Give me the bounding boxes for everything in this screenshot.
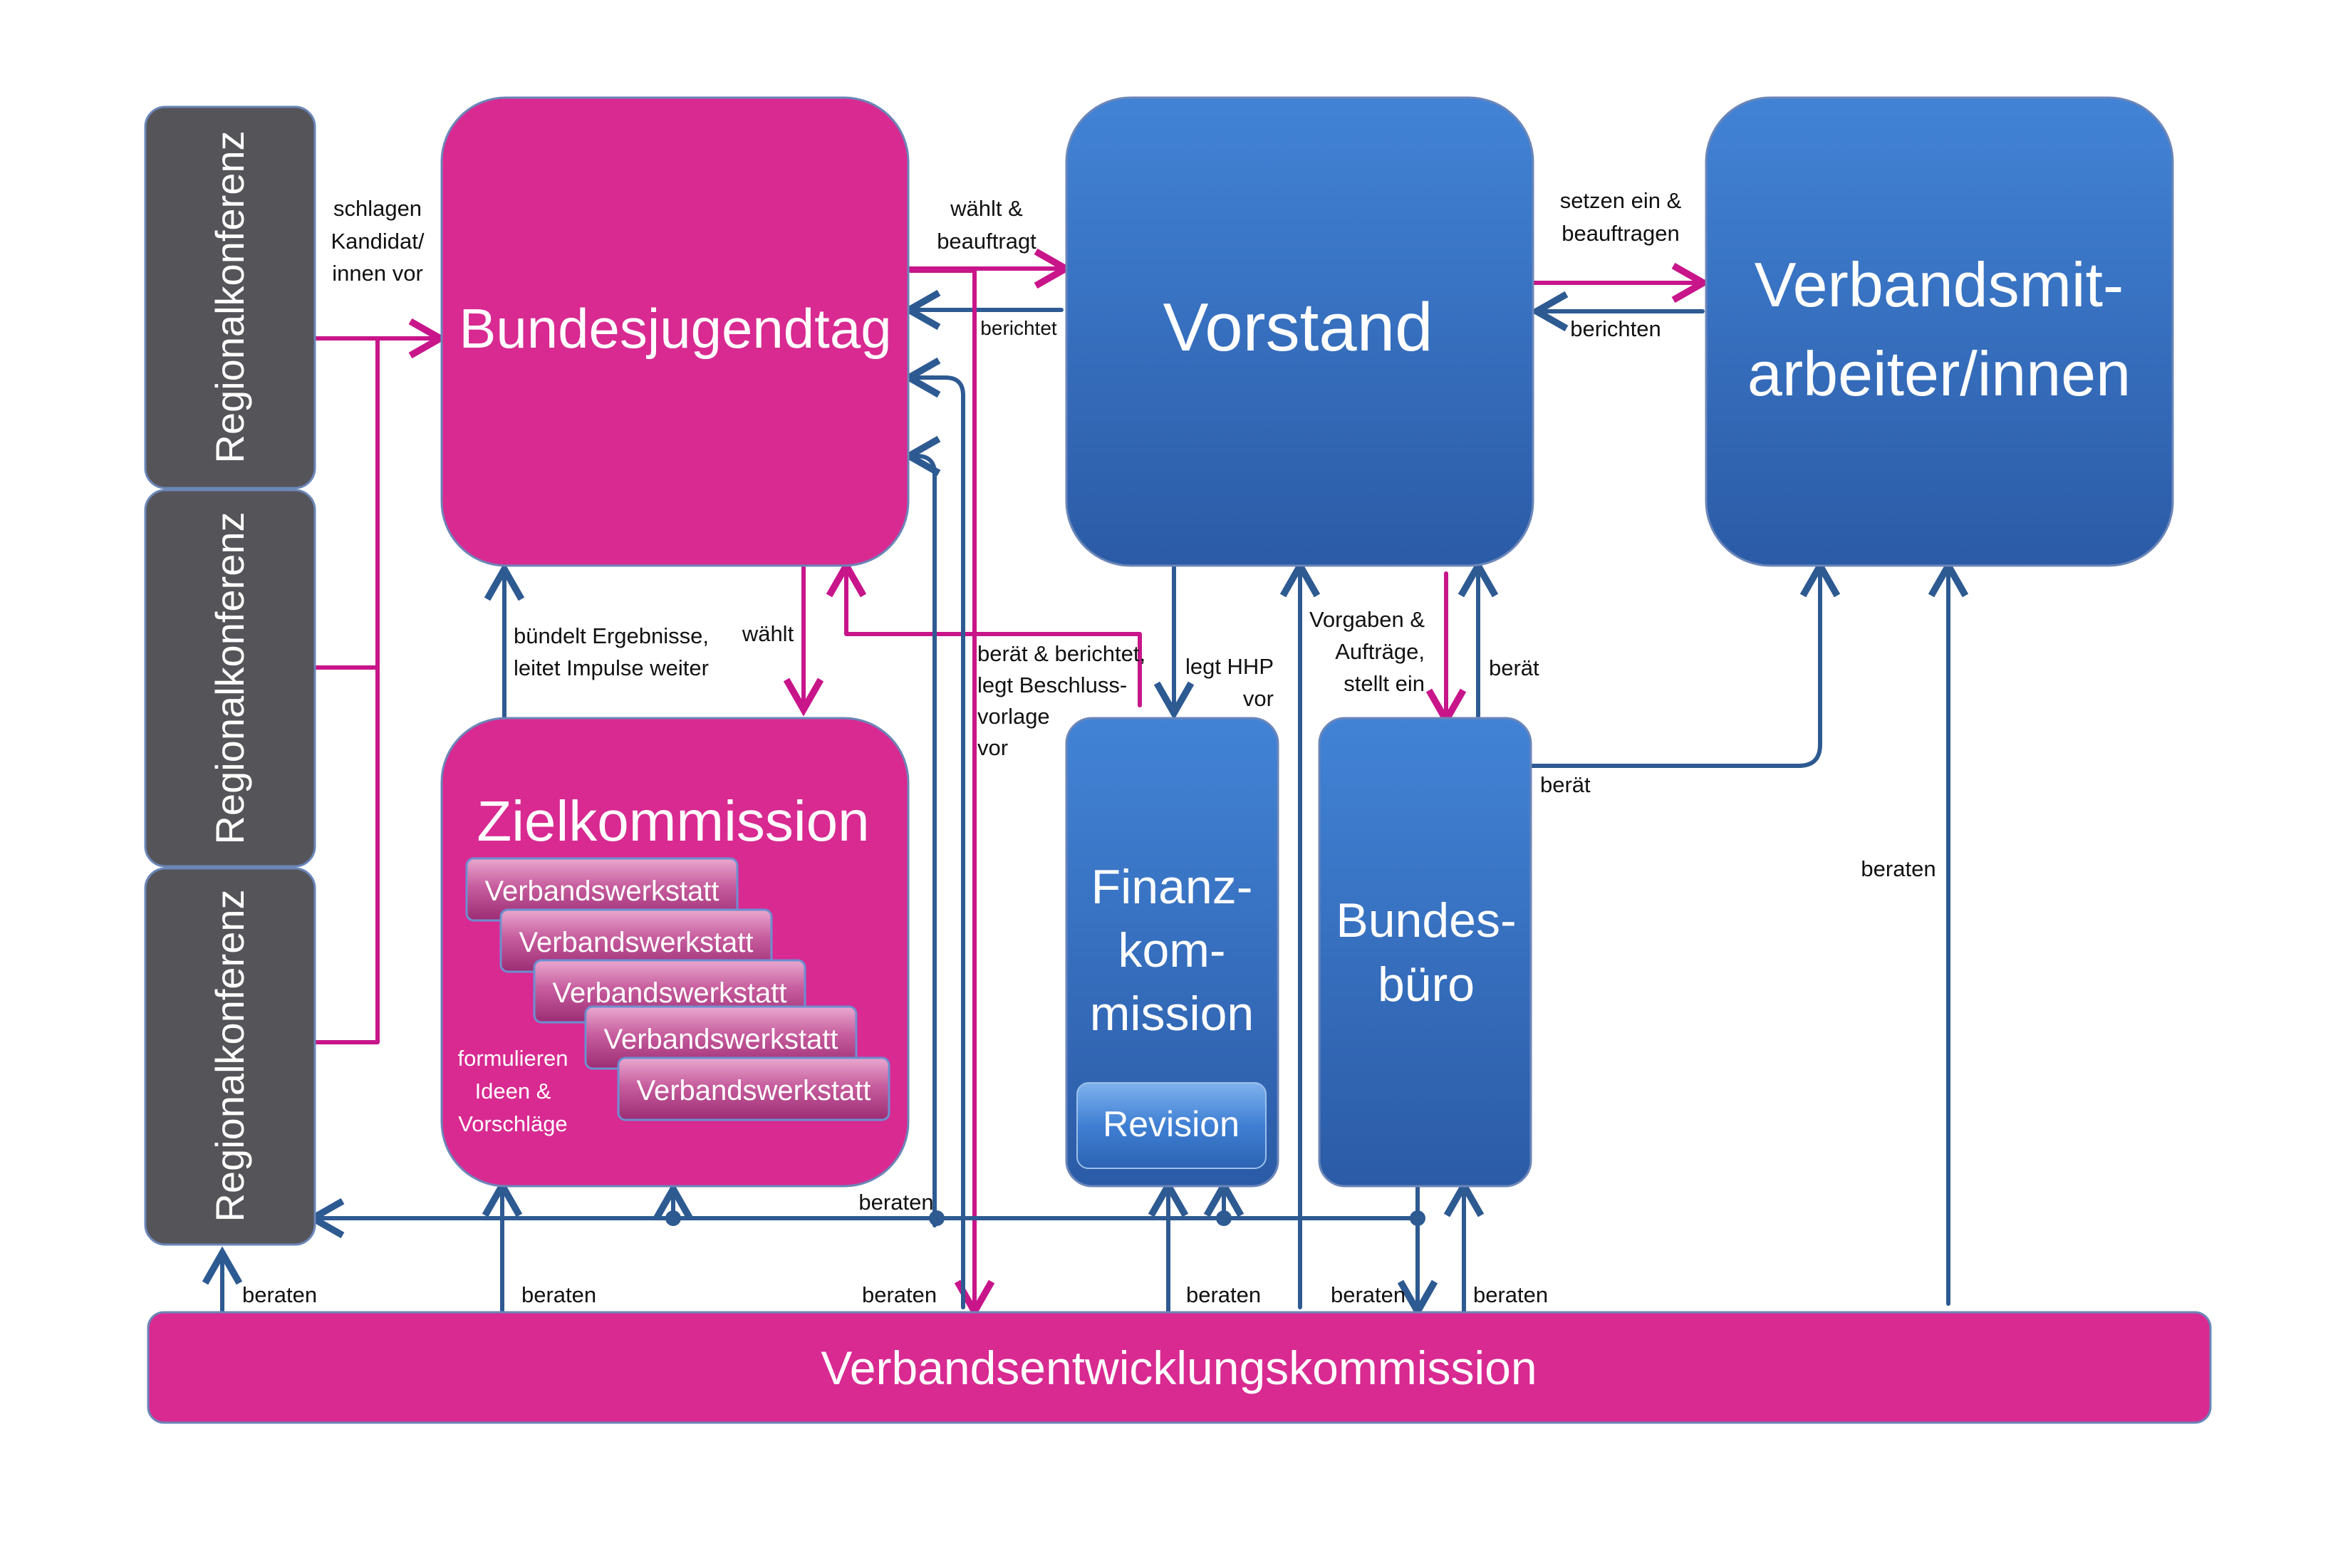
verbandsentwicklungskommission-title: Verbandsentwicklungskommission <box>821 1341 1537 1394</box>
arrow-vek-to-bjt-1 <box>902 357 965 1309</box>
label-vorgaben-1: Vorgaben & <box>1309 607 1425 632</box>
vorstand-box: Vorstand <box>1065 96 1534 567</box>
finanzkommission-title-line2: kom- <box>1118 923 1225 977</box>
verbandswerkstatt-1: Verbandswerkstatt <box>465 857 739 922</box>
label-beraten-bottom-2: beraten <box>521 1282 596 1307</box>
bundesjugendtag-title: Bundesjugendtag <box>459 297 891 360</box>
formulieren-label-1: formulieren <box>457 1046 568 1071</box>
label-waehlt-beauftragt-2: beauftragt <box>937 229 1036 254</box>
label-beraten-bottom-3: beraten <box>862 1282 937 1307</box>
regionalkonferenz-3: Regionalkonferenz <box>144 867 316 1246</box>
label-beraet-mitarbeiter: berät <box>1540 772 1591 797</box>
revision-box: Revision <box>1076 1082 1267 1169</box>
bundesjugendtag-box: Bundesjugendtag <box>440 96 910 567</box>
verbandswerkstatt-1-label: Verbandswerkstatt <box>484 876 719 907</box>
label-buendelt-2: leitet Impulse weiter <box>514 655 709 680</box>
verbandsmitarbeiter-title-line2: arbeiter/innen <box>1747 338 2131 409</box>
label-beraet-berichtet-4: vor <box>977 735 1008 760</box>
arrow-vek-to-bjt-2 <box>902 435 941 1227</box>
regionalkonferenz-2: Regionalkonferenz <box>144 489 316 868</box>
label-beraten-mid: beraten <box>858 1190 933 1215</box>
verbandswerkstatt-2: Verbandswerkstatt <box>499 908 773 973</box>
label-schlagen-1: schlagen <box>333 196 422 221</box>
label-setzen-2: beauftragen <box>1562 221 1679 246</box>
formulieren-label-3: Vorschläge <box>458 1111 567 1136</box>
bundesbuero-box: Bundes- büro <box>1318 717 1532 1188</box>
finanzkommission-title-line1: Finanz- <box>1091 860 1253 914</box>
arrow-buero-to-mitarbeiter <box>1529 559 1841 768</box>
regionalkonferenz-2-label: Regionalkonferenz <box>207 512 252 845</box>
verbandswerkstatt-4-label: Verbandswerkstatt <box>603 1024 838 1055</box>
finanzkommission-title-line3: mission <box>1090 987 1254 1041</box>
label-vorgaben-3: stellt ein <box>1344 671 1425 696</box>
label-beraet-berichtet-3: vorlage <box>977 704 1050 729</box>
label-setzen-1: setzen ein & <box>1560 188 1682 213</box>
label-beraet-berichtet-2: legt Beschluss- <box>977 673 1127 697</box>
verbandswerkstatt-2-label: Verbandswerkstatt <box>519 927 753 958</box>
verbandswerkstatt-5-label: Verbandswerkstatt <box>636 1075 871 1106</box>
revision-title: Revision <box>1103 1104 1240 1144</box>
verbandswerkstatt-5: Verbandswerkstatt <box>617 1056 890 1121</box>
verbandsentwicklungskommission-box: Verbandsentwicklungskommission <box>147 1311 2212 1424</box>
label-beraten-bottom-4: beraten <box>1186 1282 1261 1307</box>
arrow-bjt-to-vek <box>908 269 995 1319</box>
label-beraten-bottom-6: beraten <box>1473 1282 1548 1307</box>
finanzkommission-box: Finanz- kom- mission Revision <box>1065 717 1279 1188</box>
connectors <box>202 248 1969 1319</box>
label-beraten-bottom-1: beraten <box>242 1282 317 1307</box>
arrow-regional-to-bjt <box>311 338 436 1044</box>
verbandsmitarbeiter-title-line1: Verbandsmit- <box>1755 249 2124 320</box>
bundesbuero-title-line1: Bundes- <box>1336 893 1516 947</box>
label-berichten: berichten <box>1570 316 1661 341</box>
label-beraten-bottom-5: beraten <box>1331 1282 1405 1307</box>
label-vorgaben-2: Aufträge, <box>1335 639 1425 664</box>
vorstand-title: Vorstand <box>1163 289 1433 365</box>
junction-dots <box>665 1210 1425 1226</box>
label-beraten-right: beraten <box>1861 856 1935 881</box>
label-beraet-berichtet-1: berät & berichtet, <box>977 641 1145 666</box>
label-legt-hhp-1: legt HHP <box>1185 654 1274 679</box>
label-schlagen-2: Kandidat/ <box>331 229 425 254</box>
regionalkonferenz-1: Regionalkonferenz <box>144 105 316 489</box>
formulieren-label-2: Ideen & <box>475 1079 551 1104</box>
label-beraet-vorstand: berät <box>1489 655 1539 680</box>
regionalkonferenz-3-label: Regionalkonferenz <box>207 890 252 1222</box>
connector-labels: schlagen Kandidat/ innen vor wählt & bea… <box>242 188 1936 1307</box>
zielkommission-box: Zielkommission Verbandswerkstatt Verband… <box>440 717 910 1188</box>
arrow-finanz-to-bjt <box>826 559 1142 707</box>
zielkommission-title: Zielkommission <box>477 789 869 853</box>
label-buendelt-1: bündelt Ergebnisse, <box>514 623 709 648</box>
label-legt-hhp-2: vor <box>1243 686 1274 711</box>
bundesbuero-title-line2: büro <box>1378 957 1475 1012</box>
label-waehlt: wählt <box>742 621 794 646</box>
label-schlagen-3: innen vor <box>332 261 423 286</box>
regionalkonferenz-1-label: Regionalkonferenz <box>207 131 252 464</box>
label-waehlt-beauftragt-1: wählt & <box>950 196 1023 221</box>
verbandswerkstatt-3-label: Verbandswerkstatt <box>552 977 786 1009</box>
verbandsmitarbeiter-box: Verbandsmit- arbeiter/innen <box>1705 96 2174 567</box>
label-berichtet: berichtet <box>980 317 1057 339</box>
